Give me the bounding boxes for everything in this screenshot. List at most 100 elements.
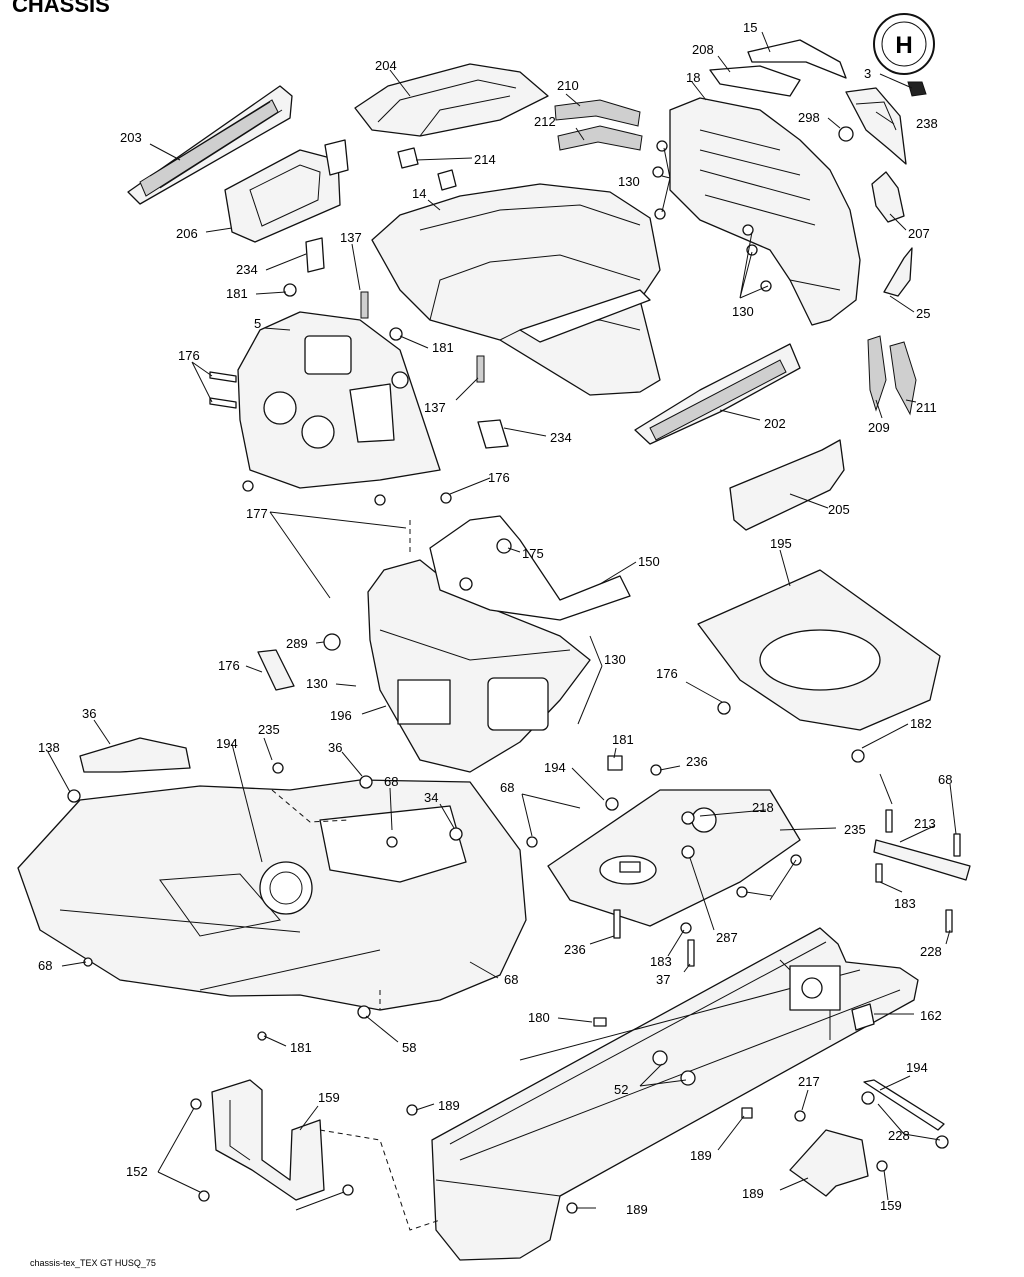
callout-176-b: 176 [488,470,510,485]
callout-204: 204 [375,58,397,73]
part-234-tabs [305,237,509,449]
callout-159-b: 189 [626,1202,648,1217]
callout-58: 159 [318,1090,340,1105]
callout-209: 209 [868,420,890,435]
part-218-bracket [873,839,971,881]
leader-lines [47,31,957,1211]
callout-162: 181 [290,1040,312,1055]
part-209-mesh [867,335,887,412]
callout-287: 68 [38,958,52,973]
assembly-lines [271,520,441,1231]
part-183-bolts [613,909,695,967]
part-217-rod [863,1079,945,1131]
callout-183-b: 37 [656,972,670,987]
callout-182: 196 [330,708,352,723]
callout-194-a: 36 [328,740,342,755]
callout-176-c: 177 [246,506,268,521]
callout-189-c: 159 [880,1198,902,1213]
callout-181-c: 138 [38,740,60,755]
callout-180: 162 [920,1008,942,1023]
callout-228-b: 189 [690,1148,712,1163]
callout-211: 211 [916,400,937,415]
callout-68-e: 228 [920,944,942,959]
callout-181-d: 58 [402,1040,416,1055]
callout-68-d: 183 [650,954,672,969]
callout-289: 176 [218,658,240,673]
part-204-cover [354,63,549,137]
deck-hardware [67,762,463,1041]
callout-195: 289 [286,636,308,651]
callout-37: 68 [504,972,518,987]
part-213-bolts [885,809,961,857]
callout-5: 5 [254,316,261,331]
callout-236-a: 194 [544,760,566,775]
callout-238: 238 [916,116,938,131]
part-150-lower-panel [697,569,941,731]
callout-203: 203 [120,130,142,145]
part-3-emblem [907,81,927,97]
part-177-nut [496,538,512,554]
part-175-bracket [429,515,631,621]
part-289-clip [257,649,295,691]
callout-210: 210 [557,78,579,93]
part-189-bolts [190,1098,888,1202]
callout-207: 207 [908,226,930,241]
callout-152: 189 [742,1186,764,1201]
part-137-springs [360,291,485,383]
part-208-trim [709,65,801,97]
callout-130-b: 130 [732,304,754,319]
part-5-dashboard [237,311,441,489]
callout-189-a: 217 [798,1074,820,1089]
callout-34: 235 [844,822,866,837]
part-181-nuts [283,283,403,341]
diagram-header: CHASSIS [12,0,110,17]
part-235-spacers [607,755,695,825]
callout-218: 213 [914,816,936,831]
footer-reference: chassis-tex_TEX GT HUSQ_75 [30,1258,156,1268]
callout-176-a: 176 [178,348,200,363]
part-196-badge [79,737,191,773]
part-25-bracket [883,247,913,297]
callout-68-a: 236 [686,754,708,769]
callout-298: 298 [798,110,820,125]
callout-206: 206 [176,226,198,241]
callout-labels: 15 208 3 204 210 18 238 203 214 212 298 … [38,20,952,1217]
callout-194-c: 52 [614,1082,628,1097]
callout-68-c: 183 [894,896,916,911]
part-203-grille [127,85,293,205]
callout-236-b: 287 [716,930,738,945]
callout-183-a: 236 [564,942,586,957]
callout-130-c: 176 [656,666,678,681]
part-298-grommet [838,126,854,142]
callout-14: 14 [412,186,426,201]
part-195-plug [323,633,341,651]
callout-234-a: 234 [236,262,258,277]
callout-150: 195 [770,536,792,551]
callout-137-b: 137 [424,400,446,415]
callout-212: 212 [534,114,556,129]
callout-25: 25 [916,306,930,321]
callout-36-b: 68 [384,774,398,789]
callout-202: 202 [764,416,786,431]
part-152-plate [789,1129,869,1197]
callout-217: 194 [906,1060,928,1075]
part-15-strip [747,39,847,79]
husqvarna-logo-icon: H [873,13,935,75]
callout-181-a: 181 [226,286,248,301]
logo-letter: H [895,32,912,59]
callout-196: 36 [82,706,96,721]
part-210-mesh [554,99,641,127]
callout-208: 208 [692,42,714,57]
callout-130-a: 130 [618,174,640,189]
callout-213: 68 [938,772,952,787]
callout-130-d: 182 [910,716,932,731]
callout-235-a: 181 [612,732,634,747]
callout-68-b: 68 [500,780,514,795]
callout-214: 214 [474,152,496,167]
part-18-side-panel [669,97,861,326]
part-34-plate [547,789,801,927]
callout-3: 3 [864,66,871,81]
callout-137-a: 137 [340,230,362,245]
part-180-frame [431,927,919,1261]
